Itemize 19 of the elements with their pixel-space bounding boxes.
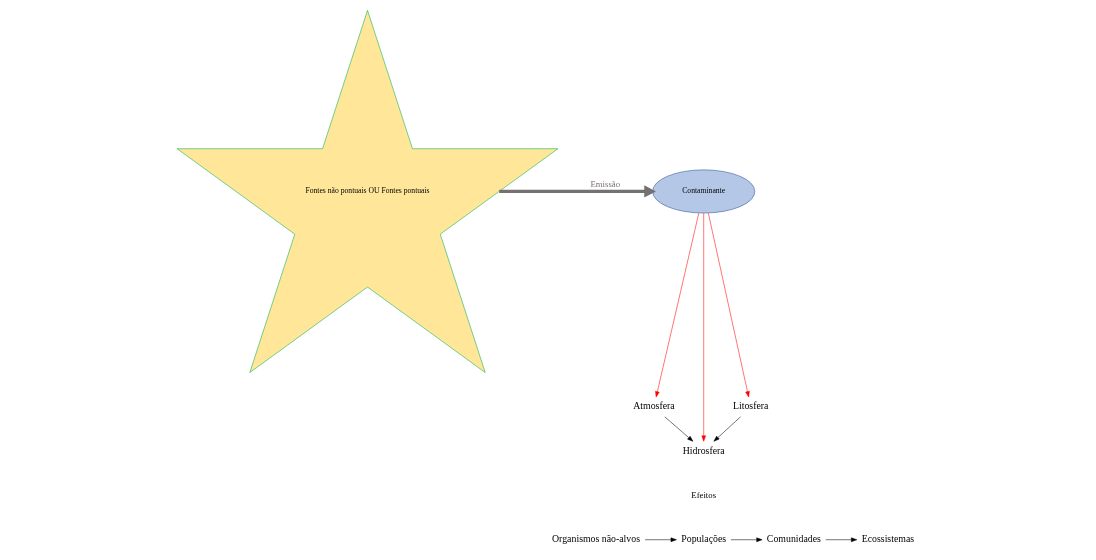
node-text: Populações [681, 533, 727, 545]
node-ellipse: Contaminante [652, 169, 756, 214]
arrow [701, 212, 706, 442]
node-text: Litosfera [732, 400, 769, 412]
label: Efeitos [691, 489, 717, 500]
arrow [825, 537, 858, 542]
node-text: Hidrosfera [682, 444, 725, 456]
arrow [655, 212, 700, 398]
arrow [499, 185, 656, 198]
node-text: Comunidades [766, 533, 821, 545]
arrow [644, 537, 677, 542]
edge-label: Emissão [590, 178, 621, 189]
arrow [708, 212, 750, 398]
arrow [664, 416, 694, 442]
node-text: Organismos não-alvos [552, 533, 641, 545]
node-text: Ecossistemas [861, 533, 915, 545]
node-text: Atmosfera [633, 400, 675, 412]
arrow [730, 537, 763, 542]
arrow [713, 416, 741, 442]
